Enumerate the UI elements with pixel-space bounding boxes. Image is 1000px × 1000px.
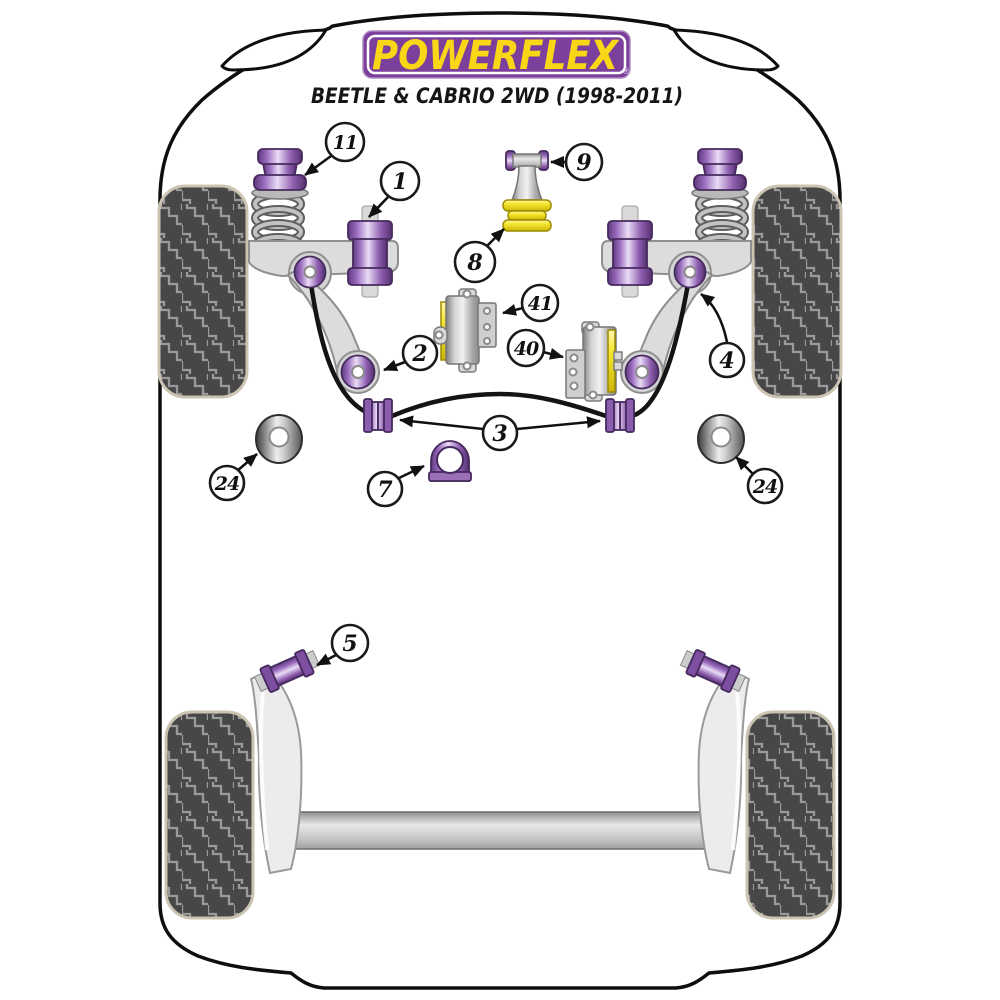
front-left-tire [157, 184, 249, 399]
callout-40-label: 40 [514, 338, 539, 360]
callout-5: 5 [330, 623, 370, 663]
arrow-11 [304, 154, 332, 177]
model-title: BEETLE & CABRIO 2WD (1998-2011) [311, 84, 683, 108]
rear-beam-bushing-left [253, 649, 321, 693]
callout-11: 11 [324, 121, 366, 163]
front-right-top-mount [691, 148, 749, 200]
rear-right-trailing-arm [697, 669, 751, 875]
arrow-2 [383, 359, 406, 372]
front-left-arm-front-bushing [293, 255, 327, 289]
logo-inner-border [366, 34, 627, 75]
right-door-mirror-icon [672, 28, 780, 72]
callout-7: 7 [366, 470, 404, 508]
front-left-top-mount [251, 148, 309, 200]
callout-24-right: 24 [746, 467, 784, 505]
brand-name: POWERFLEX [372, 33, 620, 79]
callout-5-label: 5 [342, 631, 357, 657]
left-door-mirror-icon [220, 28, 328, 72]
callout-4: 4 [708, 341, 746, 379]
rear-left-tire [164, 710, 255, 920]
callout-2-label: 2 [411, 341, 427, 367]
callout-24-left: 24 [208, 464, 246, 502]
callout-9-label: 9 [576, 150, 591, 176]
anti-roll-bar-bushing-left [363, 398, 393, 433]
anti-roll-bar-bushing-right [605, 398, 635, 433]
powerflex-logo: POWERFLEX ® [362, 30, 631, 79]
front-right-arm-rear-bushing [624, 354, 660, 390]
dog-bone-mount [502, 150, 552, 232]
arrow-8 [486, 228, 505, 247]
engine-mount-41 [433, 288, 497, 373]
logo-background [362, 30, 631, 79]
arrow-4 [700, 292, 729, 343]
rear-beam-bushing-right [679, 649, 747, 693]
callout-1-label: 1 [392, 169, 407, 195]
d-bushing [428, 440, 472, 482]
arrow-24-right [735, 456, 754, 475]
arrow-5 [316, 653, 337, 667]
arrow-7 [398, 464, 425, 480]
anti-roll-bar [307, 275, 691, 419]
front-right-inner-bushing [607, 205, 653, 298]
callout-3-label: 3 [492, 421, 507, 447]
arrow-1 [368, 196, 389, 218]
callout-1: 1 [379, 160, 421, 202]
arrow-40 [542, 348, 564, 360]
arrow-24-left [236, 453, 258, 472]
front-left-arm-rear-bushing [340, 354, 376, 390]
arrow-3-left [399, 415, 484, 431]
callout-40: 40 [506, 328, 546, 368]
arrow-3-right [516, 416, 601, 431]
front-right-arm-front-bushing [673, 255, 707, 289]
rear-left-trailing-arm [249, 669, 303, 875]
rear-axle-beam [265, 811, 735, 850]
callout-41-label: 41 [528, 293, 552, 315]
callout-24-left-label: 24 [214, 473, 240, 495]
callout-7-label: 7 [377, 477, 393, 503]
callout-4-label: 4 [719, 348, 734, 374]
washer-left [255, 414, 303, 464]
arrow-41 [502, 304, 524, 316]
trademark-symbol: ® [622, 67, 631, 77]
callout-9: 9 [564, 142, 604, 182]
washer-right [697, 414, 745, 464]
callout-24-right-label: 24 [752, 476, 778, 498]
callout-41: 41 [520, 283, 560, 323]
engine-mount-40 [565, 321, 623, 402]
callout-11-label: 11 [333, 132, 357, 154]
callout-8: 8 [453, 240, 497, 284]
front-right-tire [751, 184, 843, 399]
callout-arrows [236, 154, 754, 667]
rear-right-tire [745, 710, 836, 920]
callout-8-label: 8 [466, 250, 482, 276]
callout-2: 2 [401, 334, 439, 372]
callout-3: 3 [481, 414, 519, 452]
